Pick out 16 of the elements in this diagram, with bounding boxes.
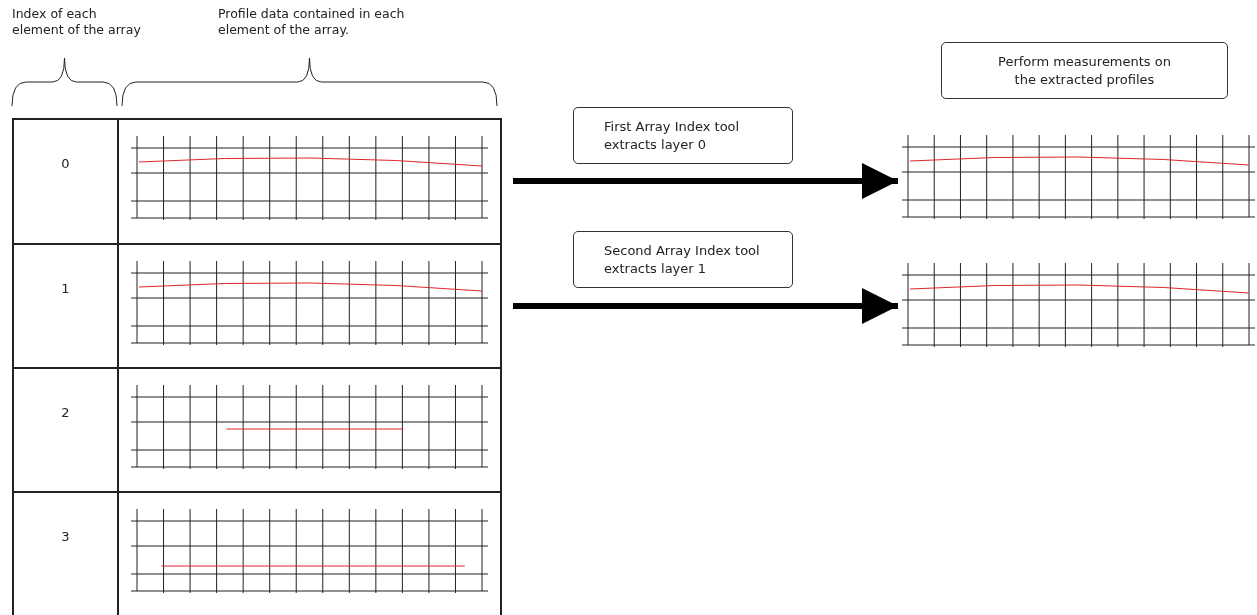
node-text: Second Array Index tool extracts layer 1	[604, 241, 761, 278]
heading-label: Index of each element of the array	[12, 6, 142, 39]
arrow	[513, 288, 898, 324]
heading-label: Profile data contained in each element of the array.	[218, 6, 406, 39]
arrow	[513, 163, 898, 199]
node-text: 2	[61, 405, 70, 420]
note-box	[573, 107, 793, 164]
note-box	[573, 231, 793, 288]
node-text: First Array Index tool extracts layer 0	[604, 117, 741, 154]
index-cell	[12, 118, 119, 245]
node-text: 1	[61, 281, 70, 296]
node-text: 0	[61, 156, 70, 171]
node-text: Perform measurements on the extracted profiles	[997, 52, 1172, 89]
profile-cell	[117, 118, 502, 245]
note-box	[941, 42, 1228, 99]
node-text: 3	[61, 529, 70, 544]
